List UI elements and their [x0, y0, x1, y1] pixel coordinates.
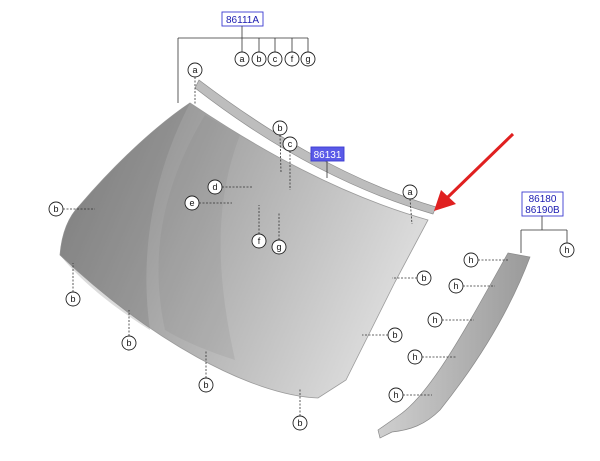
- callout-f: f: [258, 236, 261, 246]
- callout-h: h: [468, 255, 473, 265]
- callout-e: e: [189, 198, 194, 208]
- part-label-text: 86131: [314, 150, 342, 161]
- callout-b: b: [126, 338, 131, 348]
- callout-b: b: [203, 380, 208, 390]
- callout-b: b: [392, 330, 397, 340]
- callout-b: b: [70, 294, 75, 304]
- glass-shade-band: [158, 115, 240, 360]
- windshield-glass[interactable]: [59, 102, 429, 399]
- callout-row-a-g: a b c f g: [234, 51, 316, 67]
- callout-d: d: [212, 182, 217, 192]
- callout-a: a: [407, 187, 412, 197]
- callout-h: h: [412, 352, 417, 362]
- callout-leader: [279, 134, 282, 173]
- callout-c: c: [288, 139, 293, 149]
- callout-leader: [409, 198, 413, 225]
- callout-g: g: [305, 54, 310, 64]
- part-label-86111A[interactable]: 86111A: [221, 11, 264, 27]
- part-label-text: 86190B: [525, 205, 560, 216]
- leader-tree-86180: [520, 216, 568, 253]
- pillar-trim[interactable]: [377, 252, 531, 439]
- callout-a: a: [192, 65, 197, 75]
- part-label-text: 86111A: [226, 15, 259, 26]
- callout-g: g: [276, 242, 281, 252]
- windshield-moulding[interactable]: [194, 79, 437, 215]
- red-pointer-arrow: [434, 132, 515, 211]
- callout-b: b: [297, 418, 302, 428]
- callout-h: h: [432, 315, 437, 325]
- callout-b: b: [421, 273, 426, 283]
- leader-tree-86111A: [177, 26, 309, 103]
- part-label-86131[interactable]: 86131: [310, 146, 345, 162]
- callout-h: h: [453, 281, 458, 291]
- part-label-text: 86180: [529, 194, 557, 205]
- callout-f: f: [291, 54, 294, 64]
- callout-b: b: [256, 54, 261, 64]
- part-label-86180-86190B[interactable]: 86180 86190B: [521, 191, 564, 217]
- callout-a: a: [239, 54, 244, 64]
- glass-shade-band: [60, 103, 190, 330]
- callout-h: h: [393, 390, 398, 400]
- callout-b: b: [277, 123, 282, 133]
- callout-c: c: [273, 54, 278, 64]
- callout-circle: [559, 242, 575, 258]
- callout-b: b: [53, 204, 58, 214]
- callout-h: h: [564, 245, 569, 255]
